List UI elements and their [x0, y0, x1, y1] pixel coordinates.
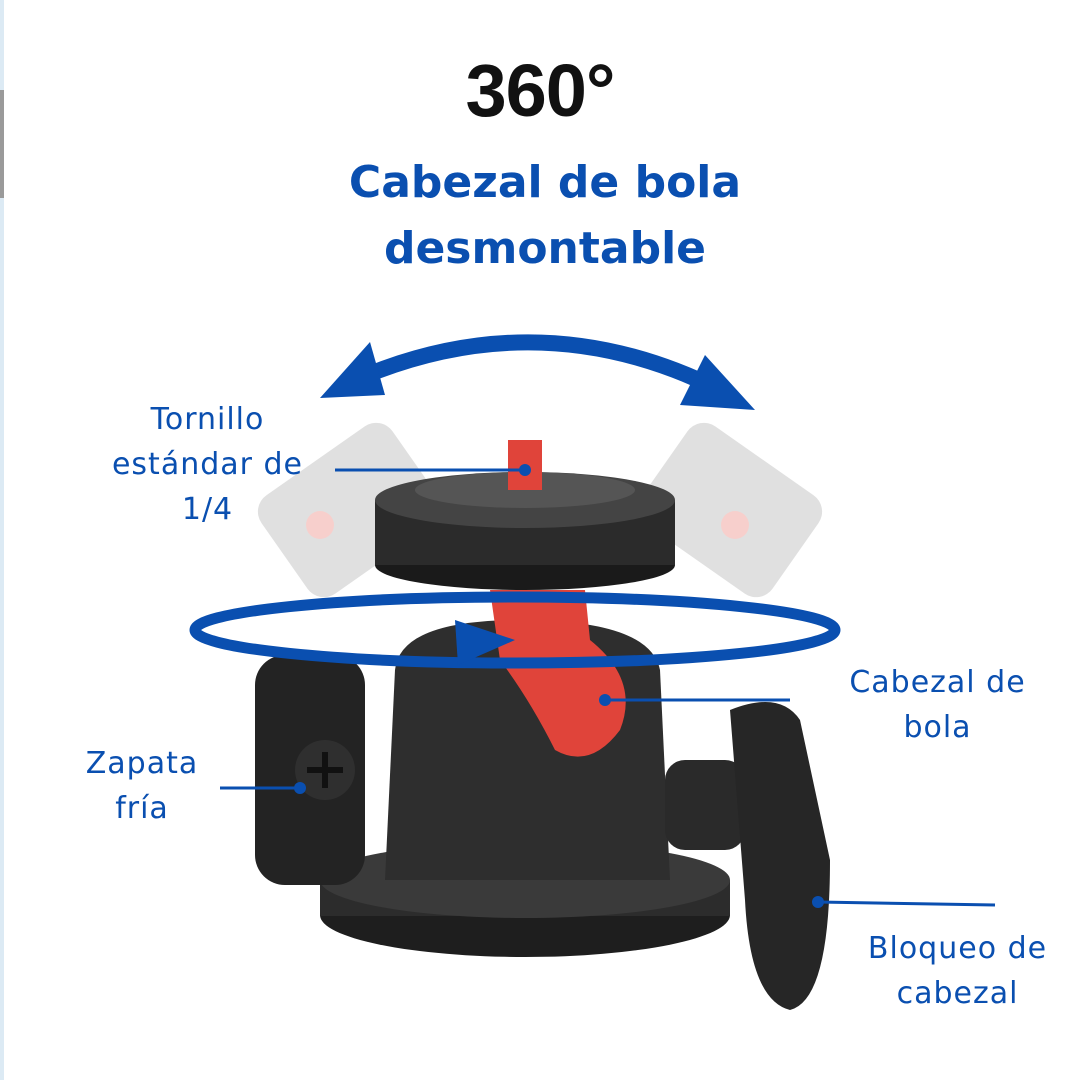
- label-head-lock: Bloqueo de cabezal: [850, 926, 1065, 1016]
- label-line: fría: [115, 791, 169, 826]
- lock-lever: [730, 702, 830, 1010]
- product-title: Cabezal de bola desmontable: [0, 150, 1080, 282]
- label-line: estándar de: [111, 447, 304, 482]
- product-title-line2: desmontable: [383, 223, 707, 274]
- ghost-tilt-positions: [257, 422, 823, 598]
- left-edge-mark: [0, 90, 4, 198]
- tilt-arrow-icon: [320, 334, 755, 410]
- label-line: Zapata: [85, 746, 199, 781]
- label-cold-shoe: Zapata fría: [72, 741, 212, 831]
- red-ball-stem: [490, 590, 626, 757]
- left-edge-strip: [0, 0, 4, 1080]
- product-title-line1: Cabezal de bola: [348, 157, 742, 208]
- callout-lines: [220, 468, 996, 907]
- label-line: cabezal: [896, 976, 1019, 1011]
- label-line: Cabezal de: [849, 665, 1026, 700]
- label-line: Bloqueo de: [867, 931, 1048, 966]
- label-line: Tornillo: [150, 402, 265, 437]
- label-ball-head: Cabezal de bola: [830, 660, 1045, 750]
- label-standard-screw: Tornillo estándar de 1/4: [100, 397, 315, 532]
- label-line: 1/4: [181, 492, 234, 527]
- label-line: bola: [903, 710, 972, 745]
- pan-rotation-arrow-icon: [189, 591, 841, 669]
- rotation-angle-title: 360°: [465, 49, 615, 132]
